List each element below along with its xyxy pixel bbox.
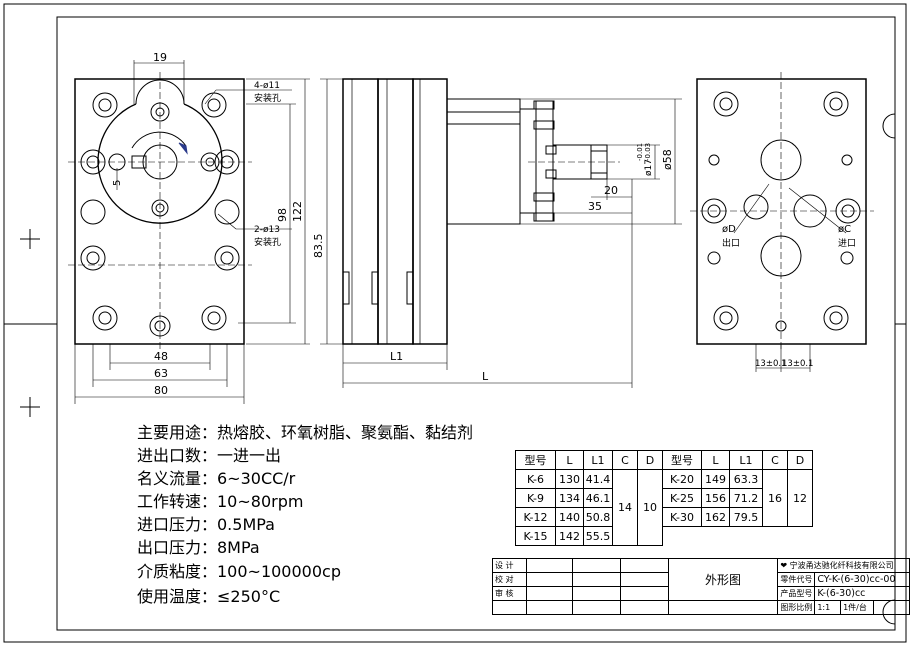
spec-flow: 名义流量：6~30CC/r: [137, 469, 296, 488]
spec-outlet-pressure: 出口压力：8MPa: [137, 538, 260, 557]
header-cell: D: [637, 450, 663, 470]
table-cell-c-left: 14: [612, 469, 638, 546]
dim-13-a: 13±0.1: [755, 359, 786, 369]
table-cell: 134: [555, 488, 584, 508]
spec-inlet-pressure: 进口压力：0.5MPa: [137, 515, 275, 534]
dim-holes-4: 4-ø11: [254, 81, 280, 91]
table-header-row: 型号 L L1 C D 型号 L L1 C D: [515, 450, 813, 470]
check-label: 校 对: [492, 572, 527, 587]
dim-48: 48: [154, 350, 168, 363]
sheet-value: 1件/台: [840, 600, 874, 615]
side-view: [320, 78, 682, 388]
front-view: [68, 60, 310, 404]
header-cell: L: [701, 450, 730, 470]
table-cell: 41.4: [583, 469, 613, 489]
table-cell: K-9: [515, 488, 556, 508]
dim-98: 98: [276, 208, 289, 222]
dim-17: ø17: [644, 159, 654, 176]
company-logo-icon: ❤: [780, 561, 788, 570]
header-cell: L1: [583, 450, 613, 470]
table-cell: 140: [555, 507, 584, 527]
table-row: K-12 140 50.8 K-30 162 79.5: [515, 507, 813, 527]
header-cell: 型号: [515, 450, 556, 470]
scale-value: 1:1: [814, 600, 842, 615]
dim-13-b: 13±0.1: [782, 359, 813, 369]
title-block: 设 计 外形图 ❤ 宁波甬达驰化纤科技有限公司 校 对 零件代号 CY-K-(6…: [492, 558, 910, 615]
header-cell: D: [787, 450, 813, 470]
outlet-label: 出口: [722, 237, 740, 249]
dim-19: 19: [153, 51, 167, 64]
dim-20: 20: [604, 184, 618, 197]
dim-holes-2: 2-ø13: [254, 225, 280, 235]
dim-L: L: [482, 370, 489, 383]
dim-tol-upper: -0.01: [636, 143, 644, 161]
header-cell: 型号: [662, 450, 702, 470]
table-cell: 130: [555, 469, 584, 489]
spec-usage: 主要用途：热熔胶、环氧树脂、聚氨酯、黏结剂: [137, 423, 474, 442]
table-cell: 46.1: [583, 488, 613, 508]
table-row: K-6 130 41.4 14 10 K-20 149 63.3 16 12: [515, 469, 813, 546]
inlet-label: 进口: [838, 238, 856, 249]
dim-5: 5: [112, 180, 123, 186]
table-cell: 79.5: [729, 507, 763, 527]
company-name-text: 宁波甬达驰化纤科技有限公司: [789, 561, 894, 570]
dim-80: 80: [154, 384, 168, 397]
header-cell: C: [762, 450, 788, 470]
dim-58: ø58: [661, 149, 674, 170]
table-cell: K-30: [662, 507, 702, 527]
table-cell: 162: [701, 507, 730, 527]
dim-holes-2-note: 安装孔: [254, 236, 281, 248]
design-label: 设 计: [492, 558, 527, 573]
spec-ports: 进出口数：一进一出: [137, 446, 282, 465]
table-row: K-15 142 55.5: [515, 526, 813, 546]
header-cell: L1: [729, 450, 763, 470]
rear-view: [690, 72, 874, 372]
table-cell: 63.3: [729, 469, 763, 489]
dim-holes-4-note: 安装孔: [254, 92, 281, 104]
product-model-label: 产品型号: [777, 586, 816, 601]
table-cell: 71.2: [729, 488, 763, 508]
header-cell: L: [555, 450, 584, 470]
table-cell-c-right: 16: [762, 469, 788, 527]
dim-83-5: 83.5: [312, 234, 325, 259]
dim-tol-lower: -0.03: [644, 143, 652, 161]
dim-phi-C: øC: [838, 224, 851, 235]
table-cell: K-15: [515, 526, 556, 546]
spec-viscosity: 介质粘度：100~100000cp: [137, 562, 341, 581]
table-cell: 149: [701, 469, 730, 489]
outer-frame: [3, 3, 907, 643]
part-code-label: 零件代号: [777, 572, 816, 587]
product-model: K-(6-30)cc: [814, 586, 910, 601]
review-label: 审 核: [492, 586, 527, 601]
header-cell: C: [612, 450, 638, 470]
model-table: 型号 L L1 C D 型号 L L1 C D K-6 130 41.4 14 …: [515, 450, 813, 546]
table-cell: K-25: [662, 488, 702, 508]
dim-63: 63: [154, 367, 168, 380]
dim-phi-D: øD: [722, 224, 736, 235]
table-cell-d-left: 10: [637, 469, 663, 546]
spec-speed: 工作转速：10~80rpm: [137, 492, 304, 511]
table-row: K-9 134 46.1 K-25 156 71.2: [515, 488, 813, 508]
table-cell: K-20: [662, 469, 702, 489]
table-cell: K-6: [515, 469, 556, 489]
dim-122: 122: [291, 201, 304, 222]
table-cell: K-12: [515, 507, 556, 527]
dim-35: 35: [588, 200, 602, 213]
drawing-name: 外形图: [667, 558, 779, 601]
dim-L1: L1: [390, 350, 403, 363]
scale-label: 图形比例: [777, 600, 816, 615]
spec-temperature: 使用温度：≤250°C: [137, 587, 281, 606]
company-name: ❤ 宁波甬达驰化纤科技有限公司: [777, 558, 910, 573]
table-cell: 55.5: [583, 526, 613, 546]
table-cell: 50.8: [583, 507, 613, 527]
table-cell-d-right: 12: [787, 469, 813, 527]
table-cell: 156: [701, 488, 730, 508]
table-cell: 142: [555, 526, 584, 546]
part-code: CY-K-(6-30)cc-00: [814, 572, 910, 587]
